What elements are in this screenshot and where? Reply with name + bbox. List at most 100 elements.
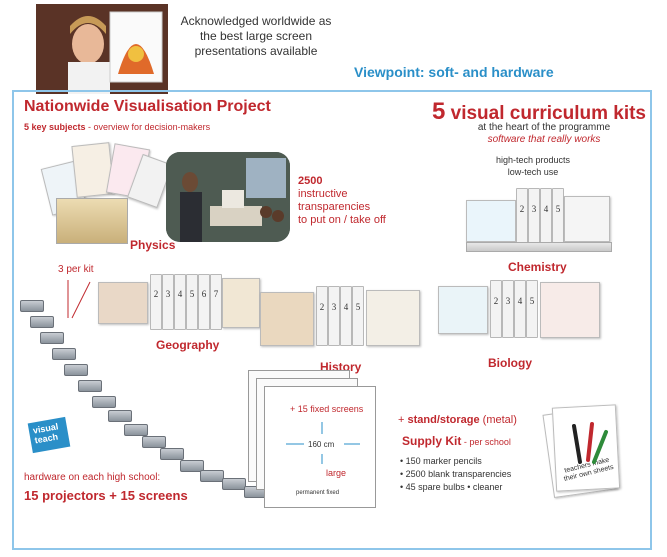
chemistry-tray: [466, 242, 612, 252]
biology-binder: 3: [502, 280, 514, 338]
kits-title: 5 visual curriculum kits: [432, 98, 646, 126]
history-binder: 5: [352, 286, 364, 346]
supply-title: Supply Kit: [402, 434, 462, 448]
transparencies-line2: transparencies: [298, 201, 371, 213]
permanent-fixed-label: permanent fixed: [296, 490, 340, 496]
content-frame: [12, 90, 652, 550]
project-subtitle: 5 key subjects - overview for decision-m…: [24, 122, 210, 132]
physics-label: Physics: [130, 238, 176, 252]
classroom-photo: [166, 152, 290, 242]
binder-number: 7: [213, 289, 219, 300]
binder-number: 2: [493, 295, 499, 306]
geography-sheet: [98, 282, 148, 324]
biology-sheet: [438, 286, 488, 334]
chemistry-label: Chemistry: [508, 260, 567, 274]
binder-number: 2: [153, 289, 159, 300]
hitech-line1: high-tech products: [495, 155, 571, 165]
chemistry-binder: 2: [516, 188, 528, 246]
geography-kit: 2 3 4 5 6 7: [98, 272, 260, 336]
screen-size-label: large: [326, 468, 347, 478]
supply-list: 150 marker pencils 2500 blank transparen…: [400, 455, 512, 494]
biology-kit: 2 3 4 5: [438, 278, 602, 342]
binder-number: 5: [529, 295, 535, 306]
binder-number: 5: [555, 203, 561, 214]
binder-number: 5: [355, 302, 361, 313]
stand-storage: + stand/storage (metal): [398, 414, 517, 426]
tagline: Acknowledged worldwide as the best large…: [180, 14, 332, 58]
kits-title-rest: visual curriculum kits: [445, 103, 646, 124]
project-subtitle-bold: 5 key subjects: [24, 122, 86, 132]
chemistry-sheet: [466, 200, 516, 242]
transparencies-line1: instructive: [298, 188, 348, 200]
geography-binder: 6: [198, 274, 210, 330]
chemistry-kit: 2 3 4 5: [466, 184, 612, 256]
biology-sheet: [540, 282, 600, 338]
geography-binder: 2: [150, 274, 162, 330]
history-kit: 2 3 4 5: [260, 282, 422, 352]
physics-kit: [40, 138, 173, 250]
hardware-summary: 15 projectors + 15 screens: [24, 488, 188, 503]
chemistry-binder: 4: [540, 188, 552, 246]
kits-title-number: 5: [432, 98, 446, 125]
binder-number: 2: [319, 302, 325, 313]
geography-map-sheet: [222, 278, 260, 328]
binder-number: 3: [531, 203, 537, 214]
project-subtitle-rest: - overview for decision-makers: [85, 122, 211, 132]
geography-binder: 4: [174, 274, 186, 330]
geography-label: Geography: [156, 338, 220, 352]
binder-number: 2: [519, 203, 525, 214]
physics-box: [56, 198, 128, 244]
binder-number: 4: [177, 289, 183, 300]
screen-dimension-arrows: [286, 422, 360, 464]
chemistry-binder: 3: [528, 188, 540, 246]
kits-tagline: software that really works: [487, 134, 601, 145]
stand-rest: (metal): [479, 414, 517, 426]
chemistry-binder: 5: [552, 188, 564, 246]
hardware-label: hardware on each high school:: [24, 472, 161, 483]
transparencies-note: 2500 instructive transparencies to put o…: [298, 175, 408, 227]
binder-number: 3: [165, 289, 171, 300]
binder-number: 4: [343, 302, 349, 313]
biology-binder: 4: [514, 280, 526, 338]
history-binder: 2: [316, 286, 328, 346]
binder-number: 3: [331, 302, 337, 313]
presenter-illustration: [36, 4, 168, 94]
biology-label: Biology: [488, 356, 532, 370]
supply-per: - per school: [461, 437, 511, 447]
transparencies-line3: to put on / take off: [298, 214, 386, 226]
binder-number: 4: [517, 295, 523, 306]
biology-binder: 2: [490, 280, 502, 338]
biology-binder: 5: [526, 280, 538, 338]
history-sheet: [260, 292, 314, 346]
hitech-line2: low-tech use: [507, 167, 559, 177]
supply-kit-title: Supply Kit - per school: [402, 434, 511, 448]
viewpoint-heading: Viewpoint: soft- and hardware: [354, 64, 554, 80]
per-kit-note: 3 per kit: [58, 264, 94, 275]
classroom-illustration: [166, 152, 290, 242]
history-binder: 4: [340, 286, 352, 346]
marker-pencils: [572, 422, 608, 464]
screen-width: 160 cm: [308, 440, 335, 449]
project-title: Nationwide Visualisation Project: [24, 98, 271, 115]
fixed-screens-note: + 15 fixed screens: [290, 404, 364, 414]
history-sheet: [366, 290, 420, 346]
stand-plus: +: [398, 414, 408, 426]
transparencies-count: 2500: [298, 175, 323, 187]
binder-number: 5: [189, 289, 195, 300]
chemistry-sheet: [564, 196, 610, 242]
geography-binder: 7: [210, 274, 222, 330]
stand-bold: stand/storage: [407, 414, 480, 426]
supply-item: 150 marker pencils: [400, 455, 511, 468]
per-kit-arrows: [67, 280, 91, 319]
kits-subtitle: at the heart of the programme: [477, 122, 611, 133]
geography-binder: 5: [186, 274, 198, 330]
presenter-photo: [36, 4, 168, 94]
binder-number: 4: [543, 203, 549, 214]
projection-screen: [264, 386, 376, 508]
geography-binder: 3: [162, 274, 174, 330]
supply-item: 45 spare bulbs • cleaner: [400, 481, 511, 494]
binder-number: 6: [201, 289, 207, 300]
supply-item: 2500 blank transparencies: [400, 468, 512, 481]
hitech-note: high-tech products low-tech use: [478, 154, 588, 178]
history-binder: 3: [328, 286, 340, 346]
